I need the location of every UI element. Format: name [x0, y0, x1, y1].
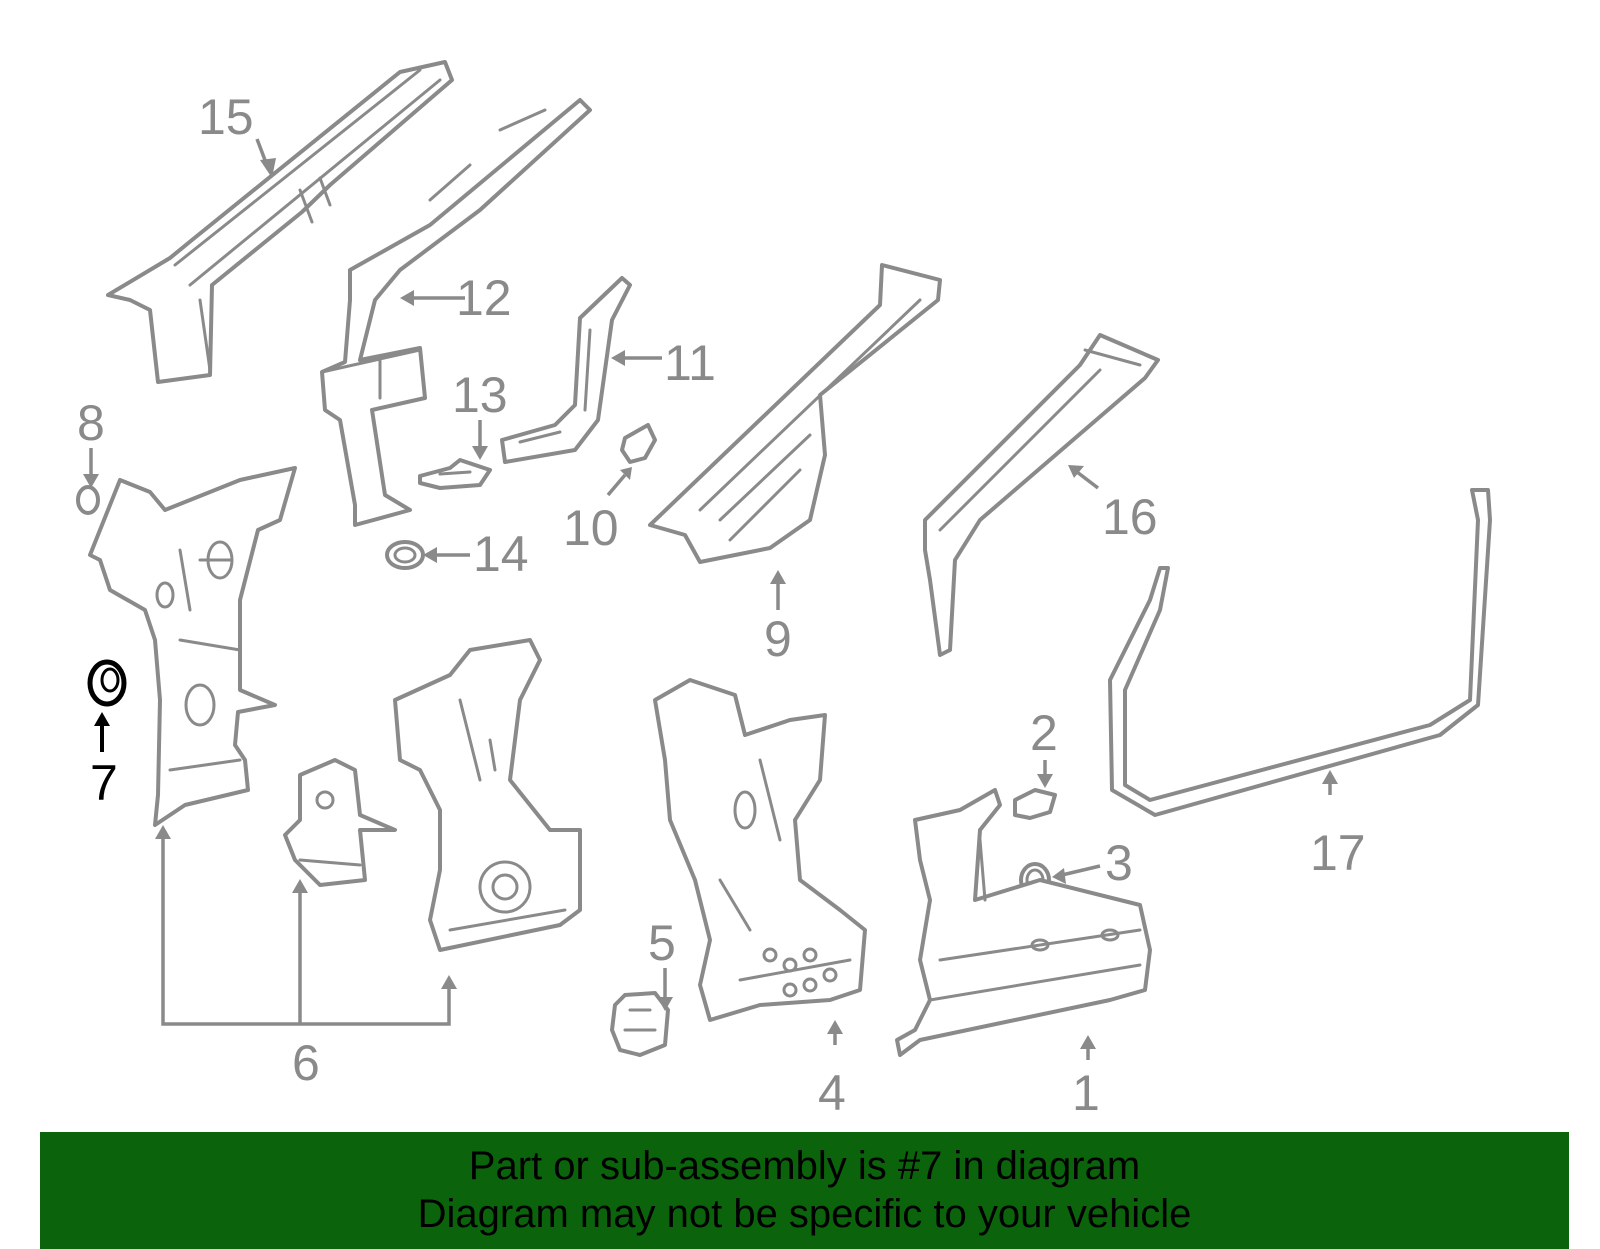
callout-16[interactable]: 16	[1102, 489, 1158, 545]
callout-15[interactable]: 15	[198, 89, 254, 145]
part-2-clip[interactable]	[1013, 788, 1057, 820]
callout-7[interactable]: 7	[90, 755, 118, 811]
part-5-bracket[interactable]	[610, 991, 670, 1057]
callout-10[interactable]: 10	[563, 500, 619, 556]
callout-6[interactable]: 6	[292, 1035, 320, 1091]
part-14-grommet[interactable]	[385, 540, 425, 570]
banner-line-2: Diagram may not be specific to your vehi…	[417, 1192, 1192, 1236]
part-16-rear-rail[interactable]	[923, 333, 1160, 657]
part-6-pillar-inner-left[interactable]	[88, 466, 297, 827]
callout-2[interactable]: 2	[1030, 705, 1058, 761]
parts-diagram: 15 12 11 13 14 10 9 16 17 8 7 6 5 4 1 2 …	[76, 60, 1492, 1121]
callout-13[interactable]: 13	[452, 367, 508, 423]
callout-3[interactable]: 3	[1105, 835, 1133, 891]
callout-12[interactable]: 12	[456, 270, 512, 326]
callout-8[interactable]: 8	[77, 395, 105, 451]
part-13-bracket[interactable]	[418, 458, 492, 490]
part-9-upper-pillar[interactable]	[648, 263, 942, 564]
part-4-hinge-pillar[interactable]	[653, 678, 867, 1022]
callout-5[interactable]: 5	[648, 915, 676, 971]
callout-11[interactable]: 11	[664, 335, 716, 391]
part-1-rocker[interactable]	[895, 788, 1152, 1057]
part-11-hinge-bracket[interactable]	[500, 276, 632, 464]
callout-4[interactable]: 4	[818, 1065, 846, 1121]
callout-17[interactable]: 17	[1310, 825, 1366, 881]
banner-line-1: Part or sub-assembly is #7 in diagram	[468, 1144, 1141, 1188]
callout-1[interactable]: 1	[1072, 1065, 1100, 1121]
callout-9[interactable]: 9	[764, 611, 792, 667]
arrowheads	[83, 158, 1338, 1049]
part-12-pillar-reinforcement[interactable]	[320, 98, 592, 527]
part-6-bracket[interactable]	[283, 758, 397, 887]
part-15-roof-rail[interactable]	[106, 60, 454, 384]
part-6-pillar-inner-right[interactable]	[393, 638, 582, 952]
part-7-plug[interactable]	[87, 659, 127, 707]
notice-banner: Part or sub-assembly is #7 in diagram Di…	[40, 1132, 1569, 1249]
callout-14[interactable]: 14	[473, 526, 529, 582]
callout-labels: 15 12 11 13 14 10 9 16 17 8 7 6 5 4 1 2 …	[77, 89, 1366, 1121]
part-17-weatherstrip[interactable]	[1108, 488, 1492, 817]
part-8-ring[interactable]	[76, 485, 100, 515]
part-10-clip[interactable]	[620, 423, 657, 464]
